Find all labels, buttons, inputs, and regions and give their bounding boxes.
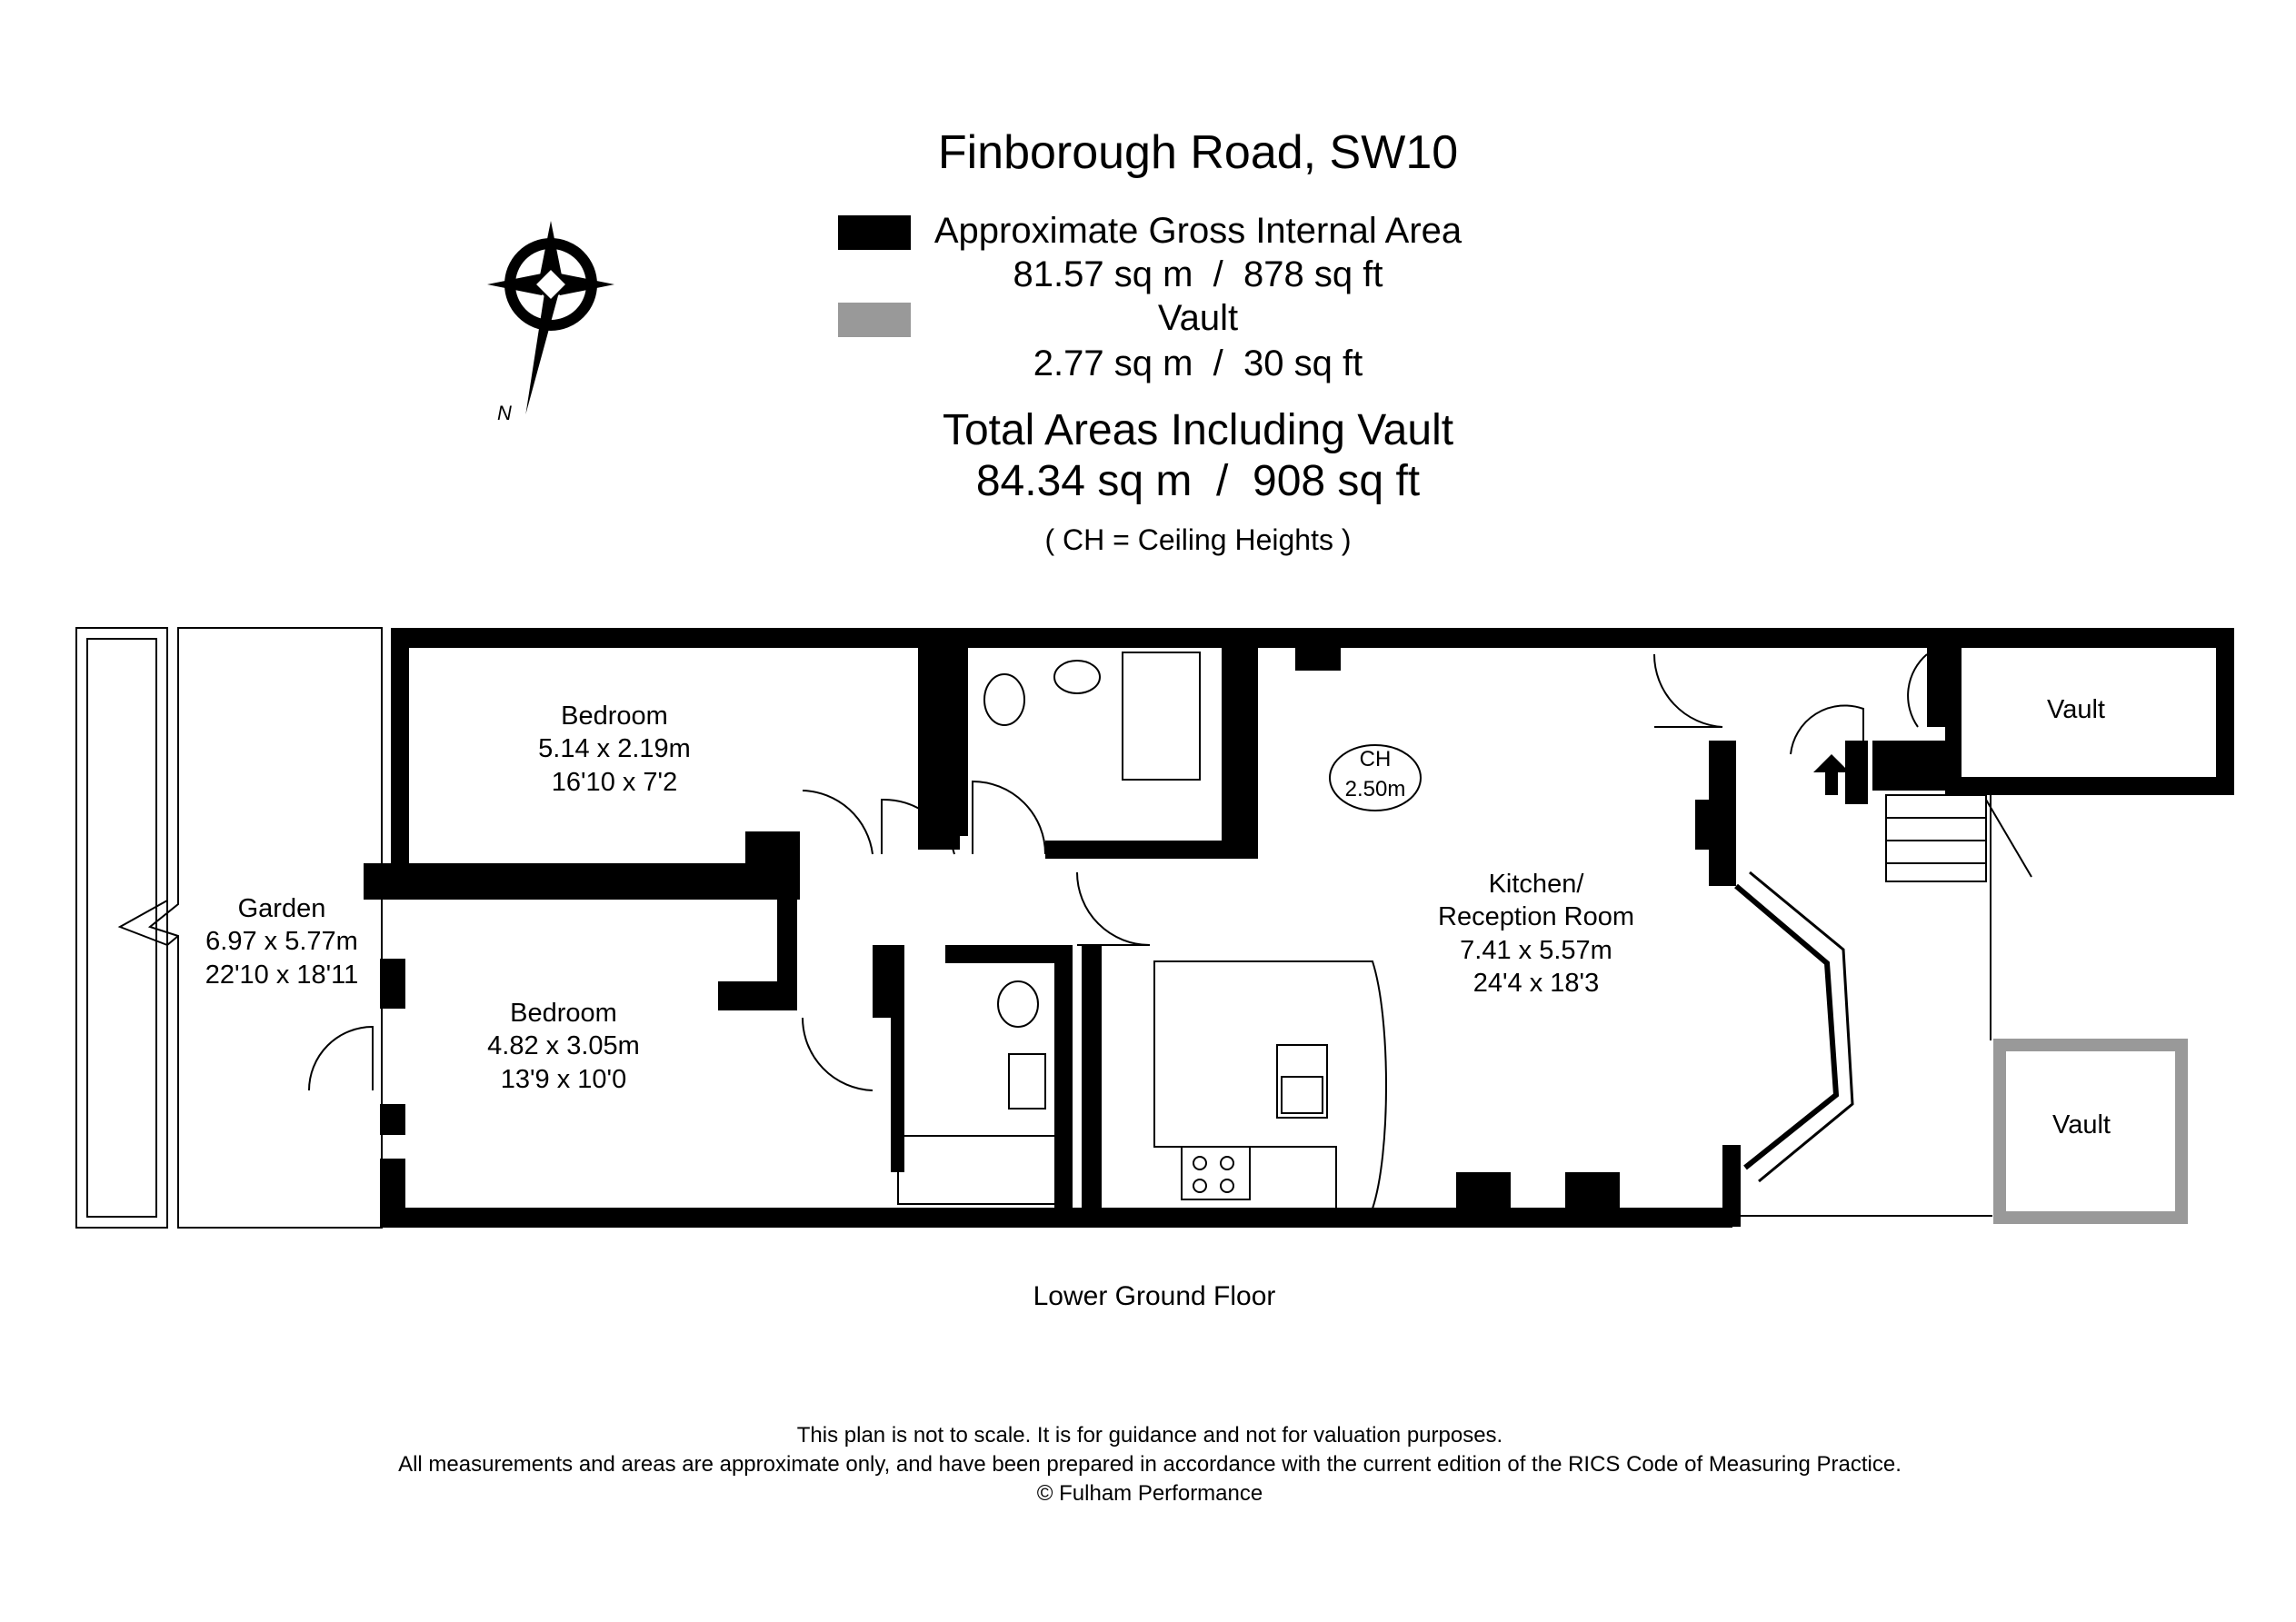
room-bedroom-2-imperial: 13'9 x 10'0	[500, 1064, 627, 1094]
room-garden: Garden 6.97 x 5.77m 22'10 x 18'11	[205, 892, 359, 991]
room-bedroom-2: Bedroom 4.82 x 3.05m 13'9 x 10'0	[487, 997, 640, 1096]
room-vault-2: Vault	[2052, 1109, 2111, 1141]
ceiling-height-value: 2.50m	[1344, 777, 1406, 801]
room-garden-name: Garden	[237, 894, 326, 923]
compass-icon	[487, 221, 614, 414]
room-garden-metric: 6.97 x 5.77m	[205, 927, 358, 957]
room-bedroom-1: Bedroom 5.14 x 2.19m 16'10 x 7'2	[538, 700, 691, 799]
room-kitchen-reception-name: Kitchen/ Reception Room	[1438, 870, 1634, 932]
door-swings	[308, 653, 1928, 1091]
plan-title: Finborough Road, SW10	[937, 126, 1459, 179]
room-bedroom-2-metric: 4.82 x 3.05m	[487, 1031, 640, 1061]
room-vault-1: Vault	[2047, 693, 2105, 726]
room-bedroom-2-name: Bedroom	[510, 999, 617, 1028]
total-area-label: Total Areas Including Vault	[942, 406, 1454, 454]
stairs-up-arrow-icon	[1813, 754, 1850, 795]
room-bedroom-1-metric: 5.14 x 2.19m	[538, 734, 691, 764]
kitchen-units	[1153, 960, 1387, 1209]
total-area-value: 84.34 sq m / 908 sq ft	[975, 457, 1421, 505]
sanitary-fittings	[897, 652, 1201, 1205]
disclaimer-line-1: This plan is not to scale. It is for gui…	[796, 1423, 1503, 1448]
gia-legend-value: 81.57 sq m / 878 sq ft	[1013, 254, 1383, 294]
vault-legend-value: 2.77 sq m / 30 sq ft	[1033, 343, 1363, 383]
disclaimer-line-3: © Fulham Performance	[1036, 1481, 1263, 1506]
room-kitchen-reception-imperial: 24'4 x 18'3	[1472, 968, 1600, 998]
room-bedroom-1-imperial: 16'10 x 7'2	[551, 767, 678, 797]
room-vault-2-name: Vault	[2052, 1110, 2111, 1139]
ceiling-height-label: CH	[1359, 747, 1392, 771]
floor-name: Lower Ground Floor	[1033, 1281, 1276, 1311]
garden-area	[75, 627, 383, 1229]
gia-legend-swatch	[838, 215, 911, 250]
ceiling-height-marker	[1329, 744, 1422, 811]
bay-window	[1734, 883, 1840, 1170]
room-kitchen-reception: Kitchen/ Reception Room 7.41 x 5.57m 24'…	[1438, 868, 1634, 1000]
room-garden-imperial: 22'10 x 18'11	[205, 960, 359, 990]
room-vault-1-name: Vault	[2047, 695, 2105, 724]
gia-legend-label: Approximate Gross Internal Area	[933, 211, 1462, 251]
disclaimer-line-2: All measurements and areas are approxima…	[398, 1452, 1902, 1477]
gross-internal-walls	[364, 628, 2234, 1228]
vault-legend-label: Vault	[1157, 298, 1239, 338]
vault-legend-swatch	[838, 303, 911, 337]
compass-north-label: N	[497, 402, 512, 424]
room-kitchen-reception-metric: 7.41 x 5.57m	[1460, 935, 1612, 965]
vault-walls	[1993, 1039, 2188, 1224]
ceiling-height-note: ( CH = Ceiling Heights )	[1044, 523, 1352, 556]
room-bedroom-1-name: Bedroom	[561, 702, 668, 731]
